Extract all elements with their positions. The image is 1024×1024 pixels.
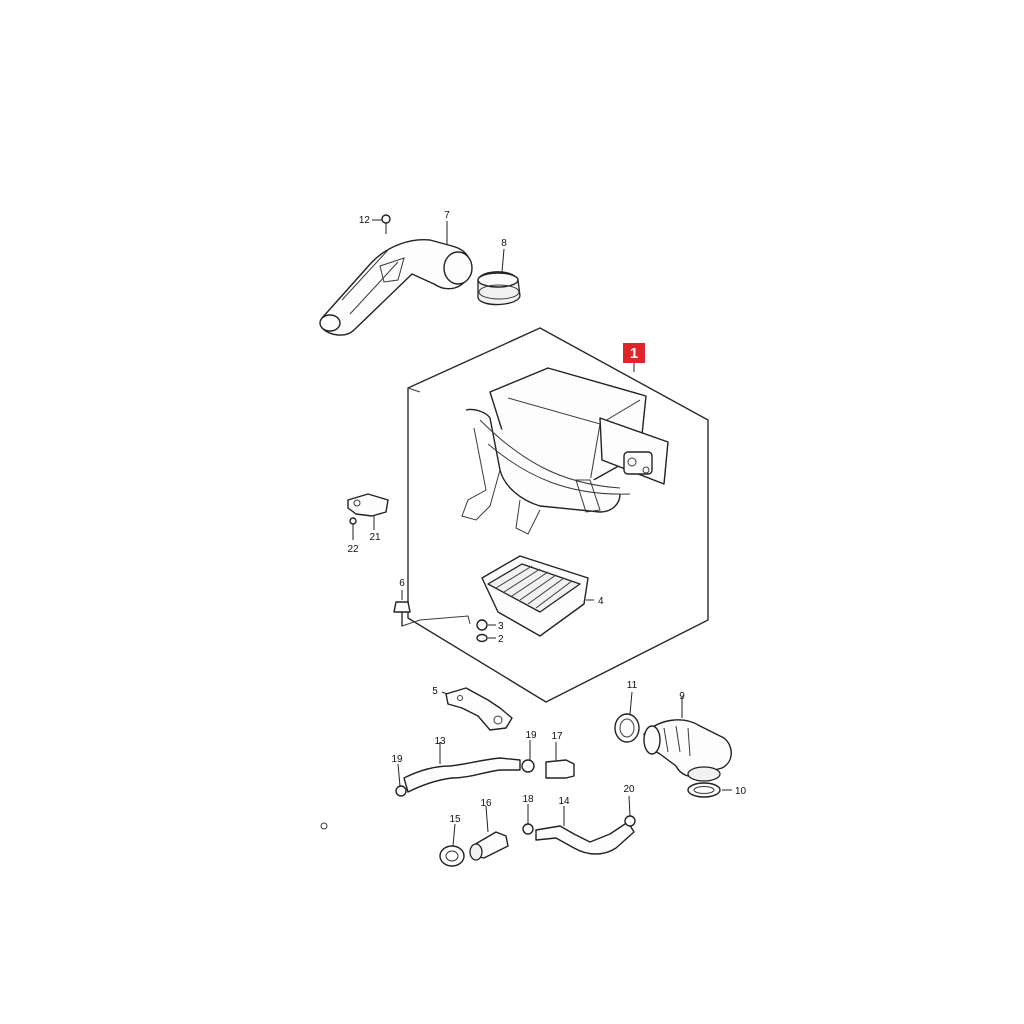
clamp-19-right — [521, 740, 535, 773]
callout-19-left: 19 — [391, 754, 403, 765]
callout-5: 5 — [432, 686, 438, 697]
callout-2: 2 — [498, 634, 504, 645]
assembly-outline — [407, 327, 709, 703]
callout-4: 4 — [598, 596, 604, 607]
nut-3 — [476, 619, 496, 631]
callout-13: 13 — [434, 736, 446, 747]
valve-16 — [469, 805, 509, 861]
callout-11: 11 — [627, 680, 638, 691]
stray-mark — [320, 822, 328, 830]
washer-2 — [476, 633, 496, 643]
air-filter-element — [481, 555, 594, 637]
clamp-19-left — [395, 763, 407, 797]
intake-duct — [319, 239, 473, 336]
callout-9: 9 — [679, 691, 685, 702]
callout-16: 16 — [480, 798, 492, 809]
callout-3: 3 — [498, 621, 504, 632]
clip-18 — [522, 804, 534, 835]
callout-22: 22 — [347, 544, 359, 555]
callout-labels: 12 7 8 21 22 6 4 3 2 5 11 9 13 19 17 19 … — [347, 210, 746, 825]
callout-14: 14 — [558, 796, 570, 807]
callout-1: 1 — [630, 345, 638, 362]
callout-10: 10 — [735, 786, 747, 797]
callout-17: 17 — [551, 731, 563, 742]
bolt-12 — [381, 214, 391, 234]
callout-18: 18 — [522, 794, 534, 805]
screw-22 — [349, 517, 357, 540]
grommet-15 — [439, 823, 465, 867]
clamp-11 — [614, 691, 640, 743]
clamp-10 — [687, 782, 732, 798]
clip-20 — [624, 795, 636, 827]
bracket-21 — [347, 493, 389, 530]
callout-12: 12 — [359, 215, 371, 226]
intake-hose-9 — [643, 696, 732, 782]
callout-20: 20 — [623, 784, 635, 795]
air-cleaner-housing — [461, 367, 669, 535]
bracket-5 — [441, 687, 513, 731]
hose-13 — [403, 742, 521, 793]
bolt-6 — [393, 590, 471, 627]
callout-19-right: 19 — [525, 730, 537, 741]
badge-box — [623, 343, 645, 363]
hose-14 — [535, 806, 635, 855]
part-1-badge: 1 — [623, 343, 645, 372]
rubber-coupling-8 — [477, 271, 521, 306]
callout-6: 6 — [399, 578, 405, 589]
callout-15: 15 — [449, 814, 461, 825]
callout-21: 21 — [369, 532, 381, 543]
callout-7: 7 — [444, 210, 450, 221]
callout-8: 8 — [501, 238, 507, 249]
connector-17 — [545, 742, 575, 779]
